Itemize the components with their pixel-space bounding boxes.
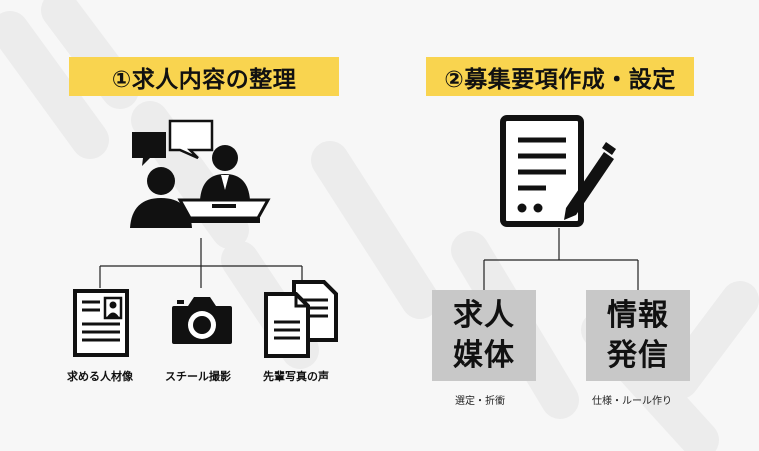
interview-icon: [130, 119, 271, 228]
box-job-media-line1: 求人: [453, 297, 515, 333]
profile-document-icon: [73, 289, 129, 357]
camera-icon: [172, 297, 232, 344]
section-title-job-content: ①求人内容の整理: [69, 57, 339, 96]
box-info-dissemination: 情報 発信: [586, 290, 690, 381]
documents-icon: [264, 280, 338, 358]
caption-still-photography: スチール撮影: [165, 370, 231, 383]
box-job-media-line2: 媒体: [453, 337, 515, 373]
box-info-dissemination-line2: 発信: [607, 337, 669, 373]
document-pen-icon: [500, 115, 616, 227]
caption-spec-rules: 仕様・ルール作り: [592, 396, 672, 407]
section-title-recruitment: ②募集要項作成・設定: [426, 57, 694, 96]
caption-senior-voices: 先輩写真の声: [263, 370, 329, 383]
box-info-dissemination-line1: 情報: [607, 297, 669, 333]
box-job-media: 求人 媒体: [432, 290, 536, 381]
caption-ideal-candidate: 求める人材像: [67, 370, 133, 383]
caption-selection-negotiation: 選定・折衝: [455, 396, 505, 407]
